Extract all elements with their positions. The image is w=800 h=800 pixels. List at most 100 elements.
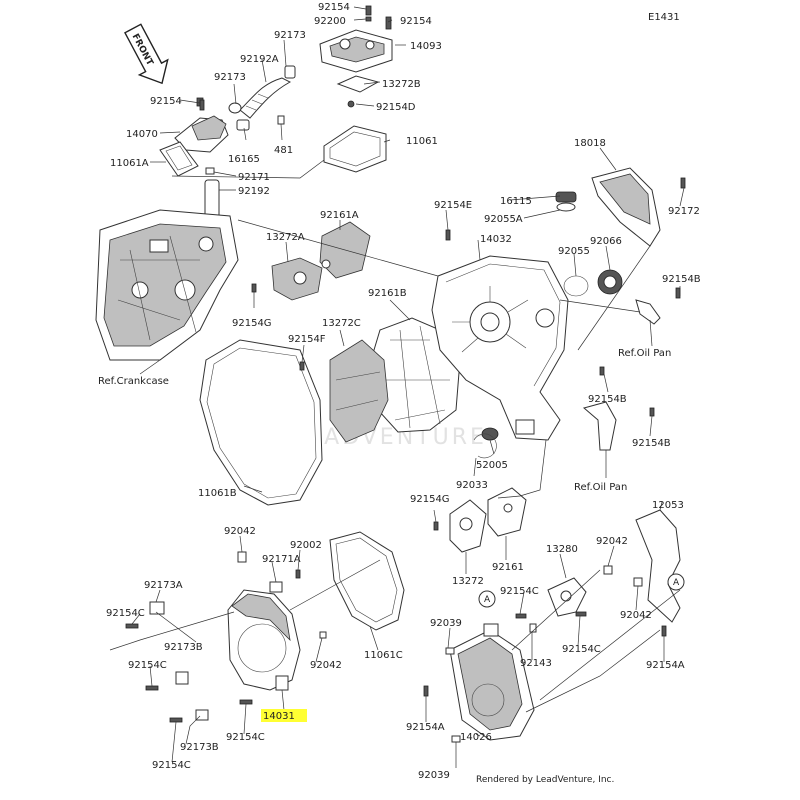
front-arrow-icon: FRONT [124, 23, 169, 85]
cover-18018 [591, 167, 661, 247]
part-number-label: 92039 [430, 618, 462, 629]
part-number-label: 14070 [126, 129, 158, 140]
part-number-label: 11061A [110, 158, 149, 169]
oil-seal-92066 [597, 269, 623, 295]
part-number-label: 92154G [410, 494, 450, 505]
bolt-92154f [299, 361, 305, 371]
part-number-label: 92066 [590, 236, 622, 247]
part-number-label: 13272B [382, 79, 421, 90]
part-number-label: 18018 [574, 138, 606, 149]
part-number-label: 12053 [652, 500, 684, 511]
part-number-label: 92154G [232, 318, 272, 329]
part-number-label: 13272 [452, 576, 484, 587]
plate-13272c [329, 339, 389, 443]
part-number-label: 92200 [314, 16, 346, 27]
bolt-92154-left [199, 99, 205, 111]
part-number-label: 92173B [164, 642, 203, 653]
part-number-label: 92173 [274, 30, 306, 41]
part-number-label: 92143 [520, 658, 552, 669]
ref-crankcase-label: Ref.Crankcase [98, 376, 169, 387]
part-number-14031-highlighted: 14031 [263, 711, 295, 722]
part-number-label: 52005 [476, 460, 508, 471]
part-number-label: 92002 [290, 540, 322, 551]
part-number-label: 16165 [228, 154, 260, 165]
part-number-label: 92154B [632, 438, 671, 449]
part-number-label: 92161 [492, 562, 524, 573]
callout-a-label: A [484, 595, 491, 605]
part-number-label: 92055 [558, 246, 590, 257]
part-number-label: 92171 [238, 172, 270, 183]
part-number-label: 92154 [400, 16, 432, 27]
ref-oil-pan-label: Ref.Oil Pan [618, 348, 671, 359]
callout-a-2: A [667, 573, 685, 591]
plate-92161 [487, 487, 527, 537]
clutch-cover-14032 [431, 255, 569, 441]
bracket-oil-pan-2 [582, 366, 655, 451]
part-number-label: 92042 [620, 610, 652, 621]
part-number-label: 481 [274, 145, 293, 156]
thermostat-body [174, 97, 285, 153]
sprocket-cover-14026 [449, 623, 535, 741]
part-number-label: 92154F [288, 334, 326, 345]
part-number-label: 14026 [460, 732, 492, 743]
part-number-label: 92154A [646, 660, 685, 671]
bracket-12053 [635, 509, 681, 623]
part-number-label: 92154C [106, 608, 145, 619]
plate-13272 [449, 499, 487, 553]
circlip-92033 [473, 433, 497, 459]
part-number-label: 11061C [364, 650, 403, 661]
o-ring-92055 [563, 275, 589, 297]
part-number-label: 92055A [484, 214, 523, 225]
gasket-11061b [199, 339, 323, 506]
part-number-label: 13272A [266, 232, 305, 243]
callout-a-1: A [478, 590, 496, 608]
bolt-92154d [347, 100, 355, 108]
part-labels: E1431 92154 92200 92154 92173 14093 9219… [98, 2, 701, 785]
part-number-label: 13280 [546, 544, 578, 555]
bolt-92154g-top [251, 283, 257, 293]
part-number-label: 92154C [226, 732, 265, 743]
highlight-14031 [261, 709, 307, 722]
generator-cover-14031 [227, 589, 301, 691]
crankcase [95, 209, 239, 361]
oil-filler-cap-16115 [555, 191, 577, 212]
bolt-92154e [445, 229, 451, 241]
part-number-label: 92154A [406, 722, 445, 733]
part-number-label: 92154 [318, 2, 350, 13]
part-number-label: 92042 [310, 660, 342, 671]
water-hose [239, 65, 296, 119]
part-number-label: 92161B [368, 288, 407, 299]
small-parts-generator [125, 551, 327, 723]
gasket-11061c [329, 531, 405, 631]
gasket-11061 [323, 125, 387, 173]
part-number-label: 92161A [320, 210, 359, 221]
diagram-code: E1431 [648, 12, 680, 23]
small-parts-right [423, 565, 667, 743]
part-number-label: 92173A [144, 580, 183, 591]
bracket-oil-pan-1 [635, 287, 681, 325]
footer-credit: Rendered by LeadVenture, Inc. [476, 775, 614, 785]
part-number-label: 92154C [152, 760, 191, 771]
part-number-label: 92042 [596, 536, 628, 547]
part-number-label: 11061 [406, 136, 438, 147]
part-number-label: 14032 [480, 234, 512, 245]
part-number-label: 92192A [240, 54, 279, 65]
part-number-label: 92154C [562, 644, 601, 655]
part-number-label: 92173 [214, 72, 246, 83]
bolt-92172 [680, 177, 686, 189]
callout-a-label: A [673, 578, 680, 588]
part-number-label: 92154E [434, 200, 472, 211]
part-number-label: 92171A [262, 554, 301, 565]
part-number-label: 92039 [418, 770, 450, 781]
part-number-label: 92172 [668, 206, 700, 217]
plate-13272a [271, 257, 323, 301]
gasket-11061a [159, 141, 199, 177]
bolt-92154g [433, 521, 439, 531]
part-number-label: 92042 [224, 526, 256, 537]
part-number-label: 92154C [128, 660, 167, 671]
gasket-13272b [336, 75, 380, 93]
part-number-label: 92154D [376, 102, 416, 113]
ref-oil-pan-label: Ref.Oil Pan [574, 482, 627, 493]
